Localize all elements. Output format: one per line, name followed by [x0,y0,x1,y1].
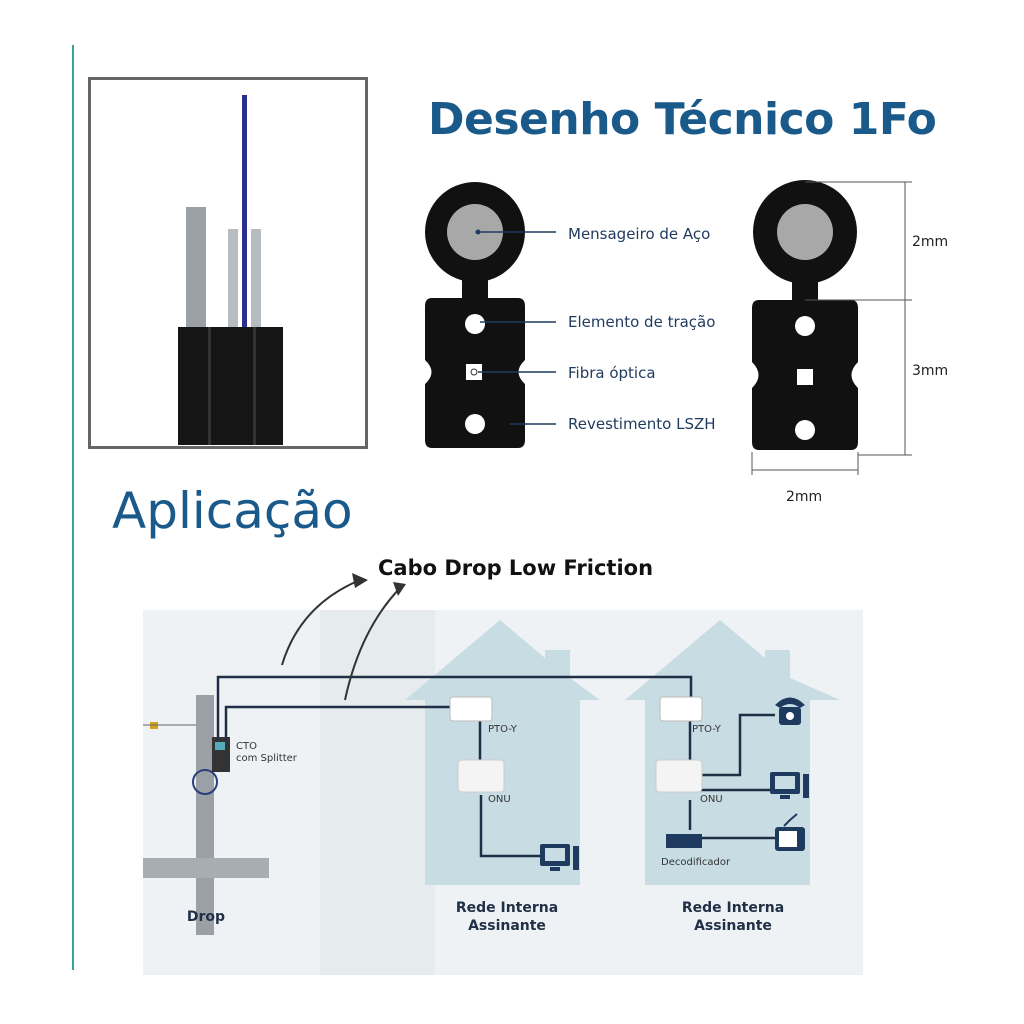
cross-section-left: Mensageiro de Aço Elemento de tração Fib… [425,182,716,448]
dimension-width: 2mm [786,489,822,505]
pto-left-label: PTO-Y [488,724,518,735]
decoder-device [666,834,702,848]
computer-icon [770,772,809,799]
house-right [625,620,840,885]
onu-right-label: ONU [700,794,723,805]
house-left-label-line2: Assinante [468,918,546,934]
cto-label-line1: CTO [236,741,257,752]
onu-left-label: ONU [488,794,511,805]
onu-device-left [457,759,505,793]
telephone-icon [775,697,805,725]
computer-icon [540,844,579,871]
house-left [405,620,600,885]
application-diagram: CTO com Splitter PTO-Y ONU PTO-Y ONU Dec… [143,573,863,975]
house-left-label-line1: Rede Interna [456,900,558,916]
drop-label: Drop [187,909,225,925]
pto-right-label: PTO-Y [692,724,722,735]
house-right-label-line2: Assinante [694,918,772,934]
decoder-label: Decodificador [661,857,731,868]
dimension-body-height: 3mm [912,363,948,379]
cto-label-line2: com Splitter [236,753,298,764]
tv-icon [775,813,805,851]
pto-device-left [449,696,493,722]
pto-device-right [659,696,703,722]
cable-photo [88,77,368,449]
accent-divider [72,45,74,970]
application-heading: Aplicação [112,482,353,540]
dimension-top-height: 2mm [912,234,948,250]
page-title: Desenho Técnico 1Fo [428,94,937,145]
label-messenger: Mensageiro de Aço [568,225,710,243]
label-jacket: Revestimento LSZH [568,415,716,433]
onu-device-right [655,759,703,793]
cross-section-right: 2mm 3mm 2mm [751,180,948,505]
cable-callout-label: Cabo Drop Low Friction [378,556,654,580]
label-strength-member: Elemento de tração [568,313,715,331]
label-fiber: Fibra óptica [568,364,656,382]
cross-section-drawings: Mensageiro de Aço Elemento de tração Fib… [425,180,948,505]
house-right-label-line1: Rede Interna [682,900,784,916]
